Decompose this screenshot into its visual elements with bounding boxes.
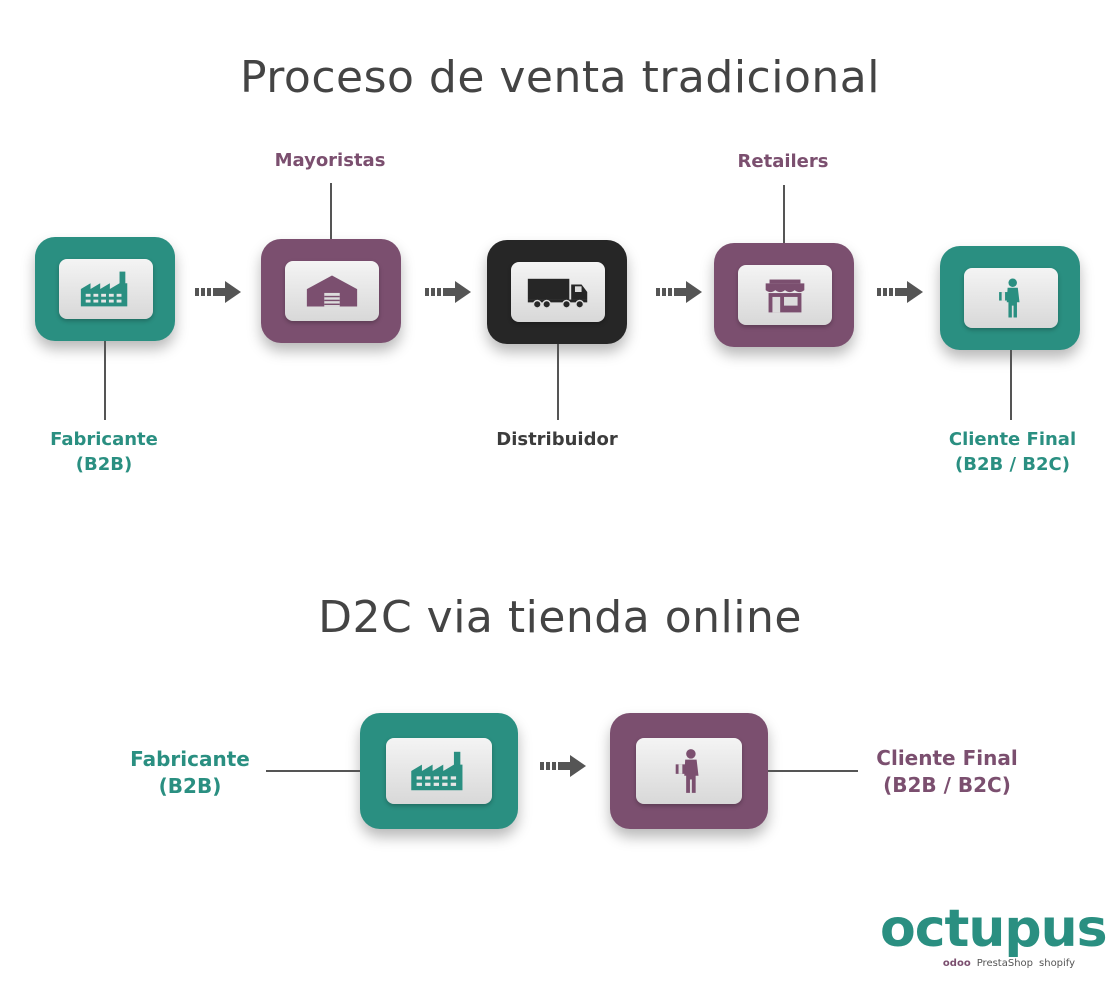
title-traditional: Proceso de venta tradicional <box>240 52 880 103</box>
label-d2c-cliente-final: Cliente Final (B2B / B2C) <box>876 746 1018 797</box>
arrow-icon <box>425 281 473 303</box>
connector-line <box>1010 350 1012 420</box>
arrow-icon <box>195 281 243 303</box>
arrow-icon <box>656 281 704 303</box>
label-mayoristas: Mayoristas <box>274 150 386 171</box>
node-fabricante <box>35 237 175 341</box>
partner-prestashop: PrestaShop <box>976 958 1034 969</box>
partner-shopify: shopify <box>1039 958 1076 969</box>
label-fabricante: Fabricante (B2B) <box>50 429 158 475</box>
factory-icon <box>407 749 471 793</box>
truck-icon <box>525 272 591 312</box>
connector-line <box>768 770 858 772</box>
octupus-logo: octupus <box>880 899 1108 959</box>
delivery-person-icon <box>670 747 708 795</box>
connector-line <box>557 344 559 420</box>
warehouse-icon <box>303 271 361 311</box>
partner-logos: odoo PrestaShop shopify <box>924 958 1094 969</box>
label-cliente-final: Cliente Final (B2B / B2C) <box>948 429 1077 475</box>
label-retailers: Retailers <box>737 151 829 172</box>
connector-line <box>330 183 332 239</box>
store-icon <box>756 275 814 315</box>
node-retailers <box>714 243 854 347</box>
label-distribuidor: Distribuidor <box>496 429 618 450</box>
arrow-icon <box>540 755 588 777</box>
node-d2c-cliente-final <box>610 713 768 829</box>
node-distribuidor <box>487 240 627 344</box>
connector-line <box>266 770 360 772</box>
node-cliente-final <box>940 246 1080 350</box>
node-mayoristas <box>261 239 401 343</box>
connector-line <box>783 185 785 243</box>
arrow-icon <box>877 281 925 303</box>
partner-odoo: odoo <box>942 958 971 969</box>
connector-line <box>104 341 106 420</box>
title-d2c: D2C via tienda online <box>318 592 802 643</box>
label-d2c-fabricante: Fabricante (B2B) <box>130 747 250 798</box>
factory-icon <box>77 269 135 309</box>
delivery-person-icon <box>994 276 1028 320</box>
node-d2c-fabricante <box>360 713 518 829</box>
